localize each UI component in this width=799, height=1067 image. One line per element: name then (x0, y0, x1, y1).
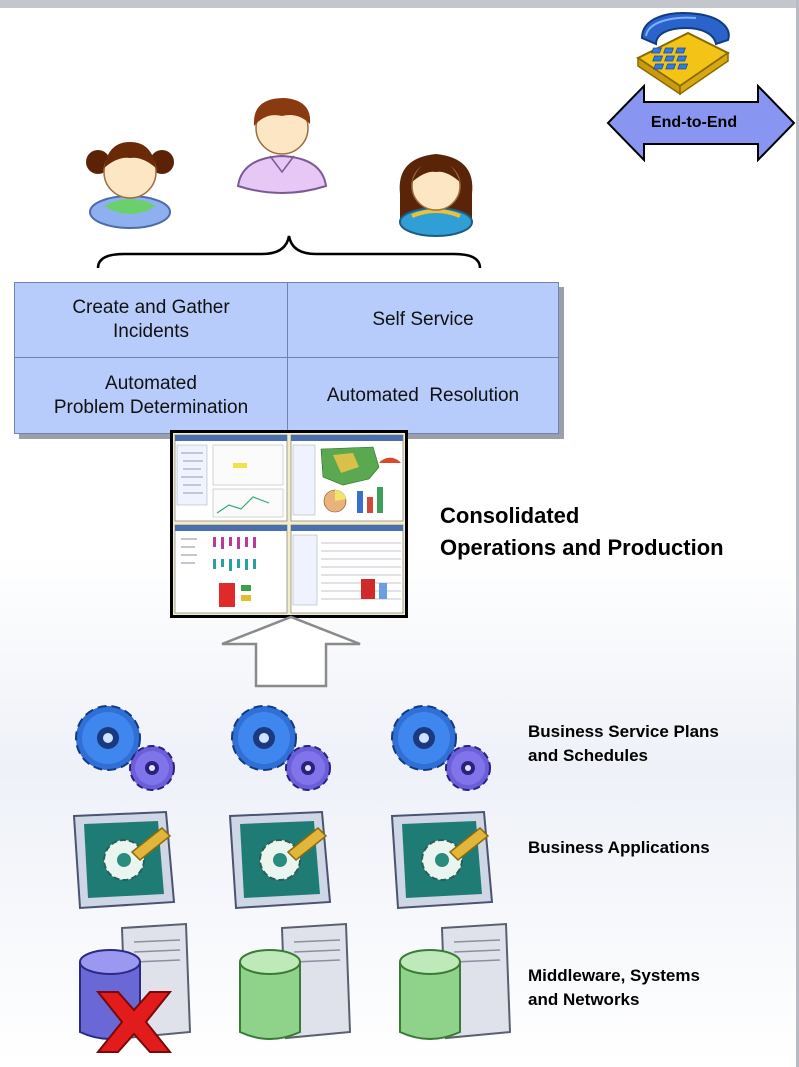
application-icon-1 (72, 810, 176, 910)
gears-icon-3 (391, 705, 491, 791)
server-green-icon-1 (239, 922, 352, 1040)
user-avatar-left-icon (86, 142, 174, 229)
cell-automated-resolution-label: Automated Resolution (326, 384, 520, 406)
business-applications-label: Business Applications (528, 838, 710, 857)
cell-automated-problem-determination: Automated Problem Determination (14, 357, 288, 434)
server-green-icon-2 (399, 922, 512, 1040)
consolidated-operations-title: Consolidated Operations and Production (440, 503, 724, 560)
user-avatar-center-icon (236, 98, 328, 194)
frame-right-border (796, 0, 799, 1067)
cell-problem-determination-label: Automated Problem Determination (53, 372, 249, 418)
user-group-brace (96, 235, 482, 269)
middleware-systems-label: Middleware, Systems and Networks (528, 966, 700, 1009)
application-icon-2 (228, 810, 332, 910)
dashboard-thumbnail-icon (173, 433, 405, 615)
cell-self-service: Self Service (287, 282, 559, 358)
server-failed-icon (79, 922, 192, 1053)
upward-flow-arrow (221, 615, 361, 688)
gears-icon-2 (231, 705, 331, 791)
telephone-icon (636, 12, 730, 96)
frame-top-border (0, 0, 799, 8)
cell-automated-resolution: Automated Resolution (287, 357, 559, 434)
end-to-end-label: End-to-End (650, 114, 738, 131)
end-to-end-double-arrow (606, 84, 796, 162)
cell-create-gather-label: Create and Gather Incidents (72, 297, 230, 342)
application-icon-3 (390, 810, 494, 910)
user-avatar-right-icon (399, 154, 473, 237)
cell-self-service-label: Self Service (372, 309, 474, 330)
capability-table: Create and Gather Incidents Self Service… (14, 282, 559, 434)
consolidated-dashboard-screenshot (170, 430, 408, 618)
gears-icon-1 (75, 705, 175, 791)
business-service-plans-label: Business Service Plans and Schedules (528, 722, 719, 765)
cell-create-gather-incidents: Create and Gather Incidents (14, 282, 288, 358)
